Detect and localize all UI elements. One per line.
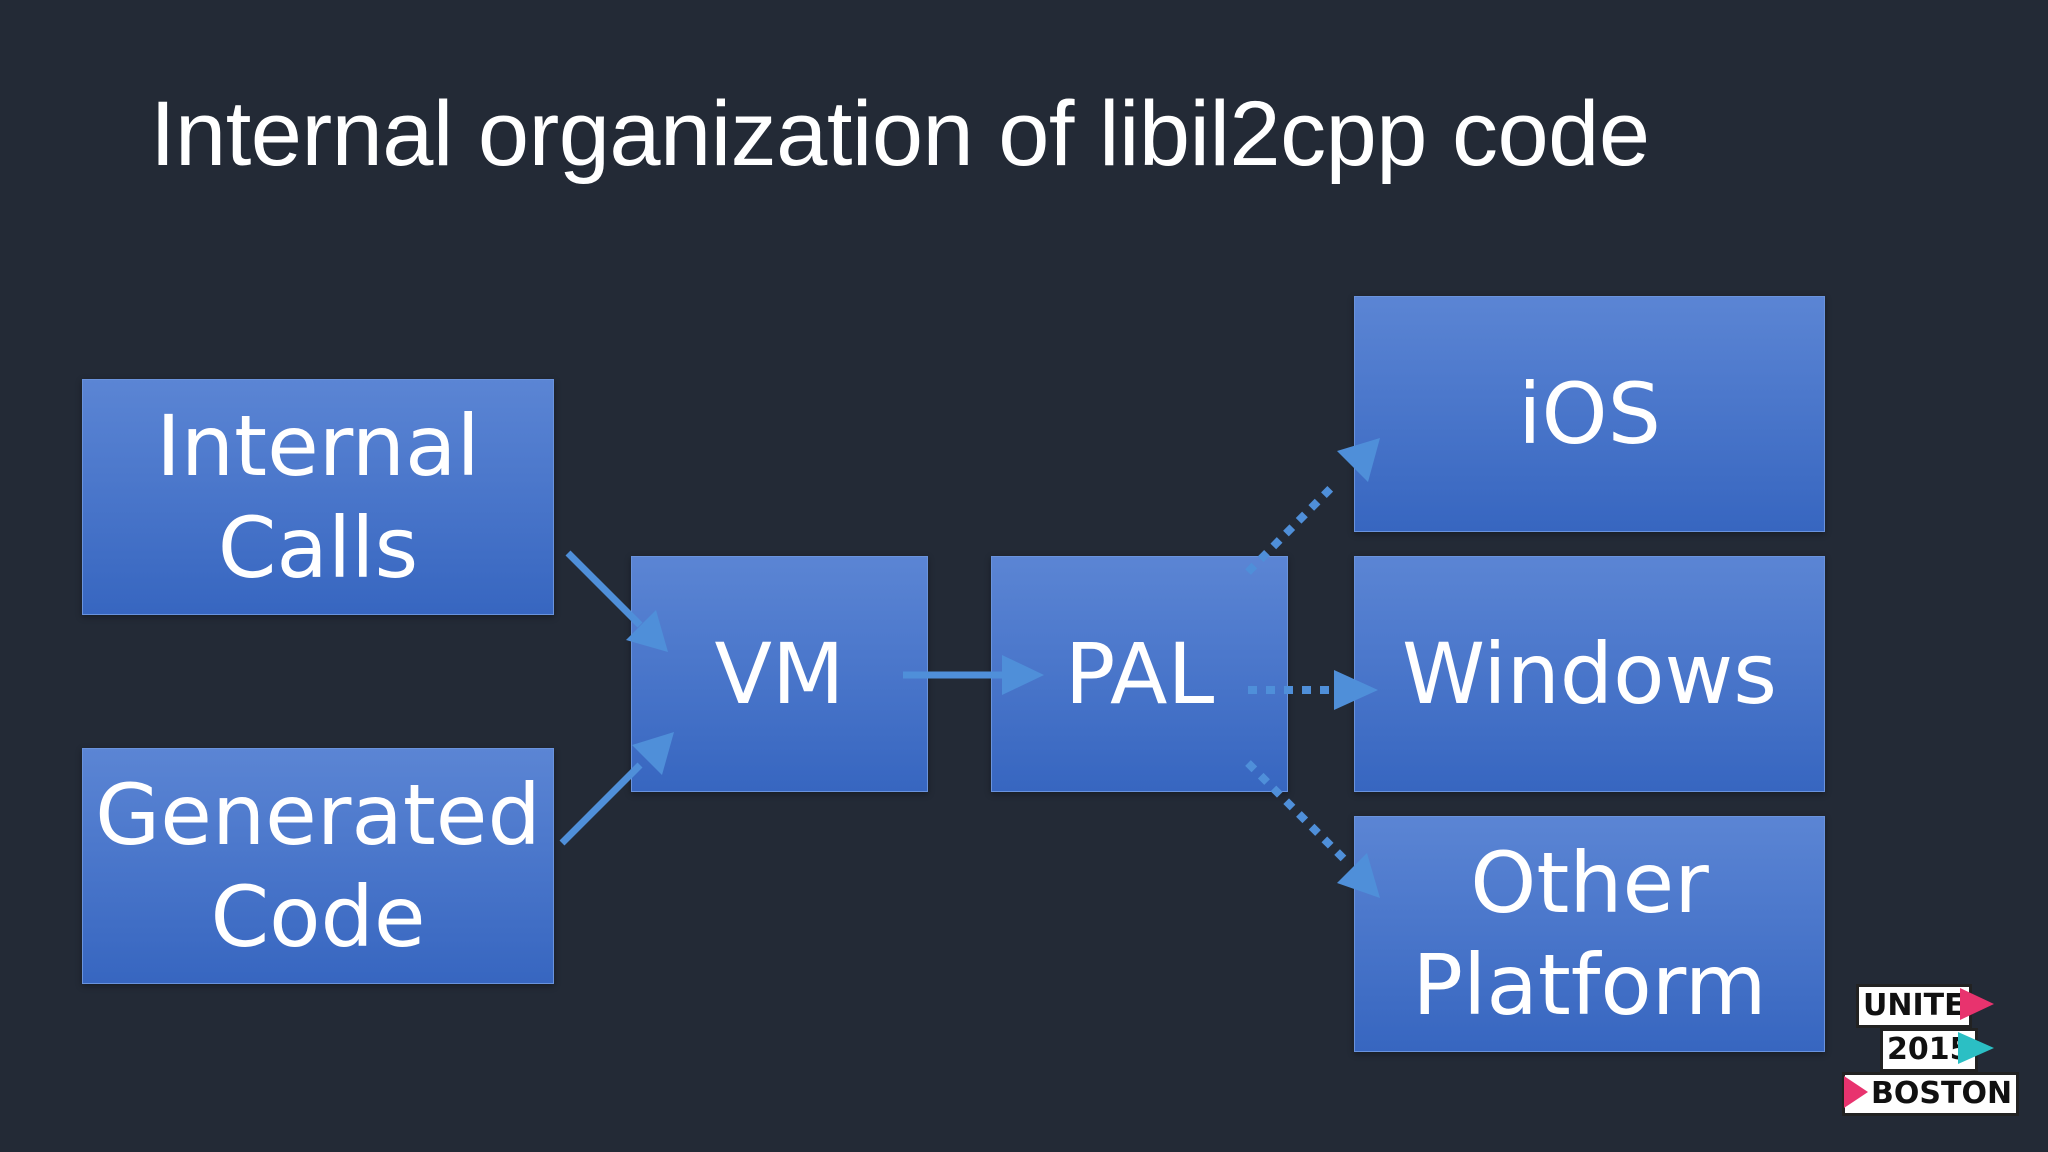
- arrow-internal-calls-to-vm: [565, 550, 668, 652]
- windows-box: Windows: [1354, 556, 1825, 792]
- arrow-vm-to-pal: [903, 655, 1044, 695]
- other-platform-label-line2: Platform: [1412, 936, 1767, 1034]
- arrow-pal-to-windows: [1248, 670, 1378, 710]
- other-platform-box: Other Platform: [1354, 816, 1825, 1052]
- internal-calls-label-line1: Internal: [156, 397, 480, 495]
- pal-label: PAL: [1064, 625, 1215, 723]
- ios-box: iOS: [1354, 296, 1825, 532]
- logo-line-boston: BOSTON: [1842, 1072, 2020, 1116]
- logo-pink-mark: [1844, 1076, 1868, 1108]
- slide-title: Internal organization of libil2cpp code: [150, 83, 1650, 185]
- generated-code-label-line1: Generated: [95, 766, 541, 864]
- generated-code-box: Generated Code: [82, 748, 554, 984]
- internal-calls-label-line2: Calls: [217, 499, 419, 597]
- windows-label: Windows: [1402, 625, 1777, 723]
- ios-label: iOS: [1518, 365, 1661, 463]
- unite-boston-logo: UNITE 2015 BOSTON: [1842, 984, 2020, 1116]
- arrow-pal-to-other-platform: [1245, 760, 1380, 898]
- vm-label: VM: [714, 625, 845, 723]
- arrow-pal-to-ios: [1245, 438, 1380, 575]
- generated-code-label-line2: Code: [210, 868, 426, 966]
- logo-pink-flag: [1960, 988, 1994, 1020]
- internal-calls-box: Internal Calls: [82, 379, 554, 615]
- vm-box: VM: [631, 556, 928, 792]
- logo-line-unite: UNITE: [1856, 984, 1972, 1028]
- other-platform-label-line1: Other: [1470, 834, 1709, 932]
- logo-teal-flag: [1958, 1032, 1994, 1064]
- arrow-generated-code-to-vm: [559, 732, 674, 846]
